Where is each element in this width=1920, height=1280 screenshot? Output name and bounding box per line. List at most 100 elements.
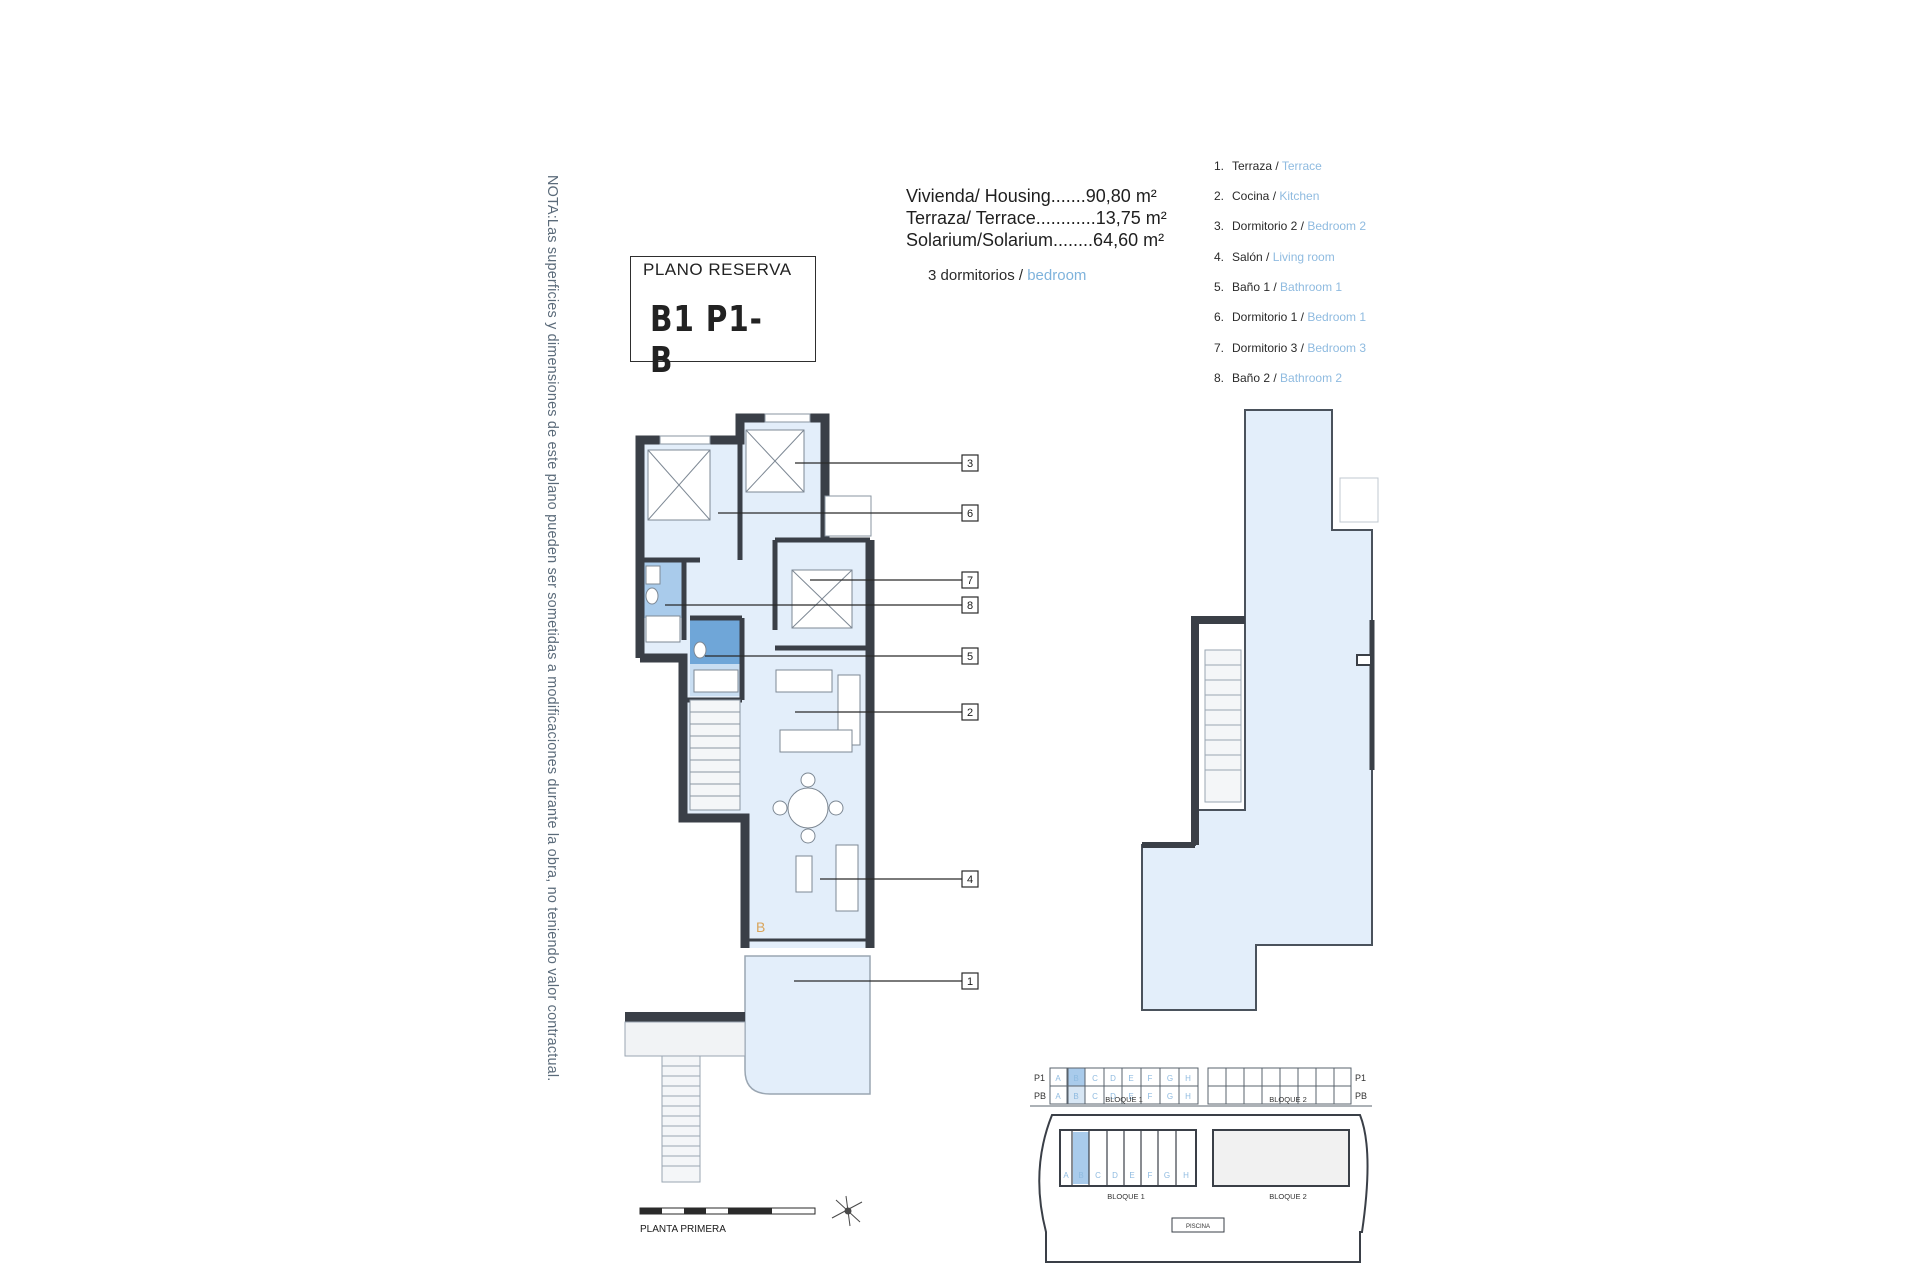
floor-p1-right: P1 <box>1355 1073 1366 1083</box>
kitchen-counters <box>775 669 861 753</box>
callout-2: 2 <box>967 707 973 719</box>
site-unit-label: E <box>1129 1171 1134 1180</box>
legend-en: Bedroom 2 <box>1307 219 1367 233</box>
scale-bar <box>639 1207 816 1215</box>
callout-8: 8 <box>967 600 973 612</box>
stair-well <box>1204 649 1242 803</box>
unit-label: F <box>1148 1074 1153 1083</box>
beds <box>647 429 853 629</box>
legend-item: 2.Cocina / Kitchen <box>1214 189 1319 203</box>
legend-es: Dormitorio 3 / <box>1232 341 1308 355</box>
site-key: P1 PB P1 PB A B C D E F G H A B C D E F … <box>1030 1067 1372 1263</box>
block-1-label: BLOQUE 1 <box>1105 1095 1143 1104</box>
site-block-1-dividers <box>1071 1130 1177 1186</box>
callout-4: 4 <box>967 874 973 886</box>
legend-es: Dormitorio 1 / <box>1232 310 1308 324</box>
callout-3: 3 <box>967 458 973 470</box>
solarium-vent <box>1356 654 1372 666</box>
external-stair <box>661 1055 701 1183</box>
plano-title: PLANO RESERVA <box>643 260 792 279</box>
solarium-outer-wall <box>1191 616 1245 845</box>
legend-item: 1. Terraza / Terrace <box>1214 159 1322 173</box>
legend-num: 5. <box>1214 280 1225 294</box>
site-block-2 <box>1212 1129 1350 1187</box>
floor-p1-left: P1 <box>1034 1073 1045 1083</box>
site-unit-label: F <box>1148 1171 1153 1180</box>
legend-en: Terrace <box>1281 159 1322 173</box>
floor-label: PLANTA PRIMERA <box>640 1224 726 1235</box>
legend-num: 4. <box>1214 250 1225 264</box>
legend-en: Bathroom 1 <box>1280 280 1343 294</box>
solarium-stair <box>1205 664 1241 771</box>
legend-num: 2. <box>1214 189 1225 203</box>
unit-label: D <box>1110 1092 1116 1101</box>
windows <box>659 413 872 537</box>
legend-num: 1. <box>1214 159 1225 173</box>
site-unit-label: G <box>1164 1171 1170 1180</box>
terrace-rail <box>625 1012 745 1022</box>
site-block-1-label: BLOQUE 1 <box>1107 1192 1145 1201</box>
terrace-floor <box>744 955 871 1095</box>
north-arrow-icon <box>831 1195 863 1227</box>
unit-label: C <box>1092 1074 1098 1083</box>
site-unit-label: D <box>1112 1171 1118 1180</box>
legend-item: 6. Dormitorio 1 / Bedroom 1 <box>1214 310 1366 324</box>
area-solarium: Solarium/Solarium........64,60 m² <box>906 230 1165 250</box>
sofa <box>795 844 859 912</box>
unit-code: B1 P1-B <box>650 299 763 381</box>
area-terrace: Terraza/ Terrace............13,75 m² <box>906 208 1167 228</box>
legend-es: Baño 1 / <box>1232 280 1281 294</box>
pool <box>1171 1217 1225 1233</box>
legend-en: Bedroom 1 <box>1307 310 1367 324</box>
site-unit-label: C <box>1095 1171 1101 1180</box>
bedroom-count-es: 3 dormitorios / <box>928 267 1028 284</box>
site-unit-label: B <box>1078 1171 1083 1180</box>
site-unit-label: H <box>1183 1171 1189 1180</box>
block-1-grid <box>1049 1067 1199 1105</box>
legend-es: Dormitorio 2 / <box>1232 219 1308 233</box>
callout-1: 1 <box>967 976 973 988</box>
bath-fixtures <box>645 565 739 693</box>
bedroom-count: 3 dormitorios / bedroom <box>928 267 1086 284</box>
legend-en: Kitchen <box>1279 189 1320 203</box>
callout-boxes <box>961 454 979 990</box>
first-floor-plan: B 3 6 7 8 5 2 4 <box>624 413 979 1235</box>
area-housing: Vivienda/ Housing.......90,80 m² <box>906 186 1157 206</box>
site-unit-label: A <box>1063 1171 1069 1180</box>
block-2-label: BLOQUE 2 <box>1269 1095 1307 1104</box>
legend-item: 8. Baño 2 / Bathroom 2 <box>1214 371 1342 385</box>
unit-label: C <box>1092 1092 1098 1101</box>
unit-label: A <box>1055 1074 1061 1083</box>
block-2-grid <box>1207 1067 1352 1105</box>
callout-7: 7 <box>967 575 973 587</box>
legend-en: Living room <box>1272 250 1335 264</box>
unit-label: E <box>1128 1074 1133 1083</box>
dining-table <box>772 772 844 844</box>
unit-label: F <box>1148 1092 1153 1101</box>
legend-es: Salón / <box>1232 250 1273 264</box>
floor-pb-left: PB <box>1034 1091 1046 1101</box>
walls <box>635 413 875 948</box>
internal-stair <box>689 699 741 811</box>
site-block-1 <box>1059 1129 1197 1187</box>
site-block-2-label: BLOQUE 2 <box>1269 1192 1307 1201</box>
legend-en: Bathroom 2 <box>1280 371 1343 385</box>
legend-num: 7. <box>1214 341 1225 355</box>
legend-item: 3.Dormitorio 2 / Bedroom 2 <box>1214 219 1366 233</box>
solarium-floor <box>1141 409 1373 1011</box>
legend-item: 7. Dormitorio 3 / Bedroom 3 <box>1214 341 1366 355</box>
legend-en: Bedroom 3 <box>1307 341 1367 355</box>
pool-label: PISCINA <box>1186 1224 1210 1230</box>
legend-num: 8. <box>1214 371 1225 385</box>
legend-item: 5. Baño 1 / Bathroom 1 <box>1214 280 1342 294</box>
unit-label: G <box>1167 1074 1173 1083</box>
solarium-railing <box>1339 477 1379 523</box>
legend-es: Baño 2 / <box>1232 371 1281 385</box>
unit-label: G <box>1167 1092 1173 1101</box>
plano-reserva-box: PLANO RESERVA B1 P1-B <box>630 256 816 381</box>
unit-label: A <box>1055 1092 1061 1101</box>
legend-es: Terraza / <box>1232 159 1282 173</box>
legend-num: 6. <box>1214 310 1225 324</box>
callout-6: 6 <box>967 508 973 520</box>
